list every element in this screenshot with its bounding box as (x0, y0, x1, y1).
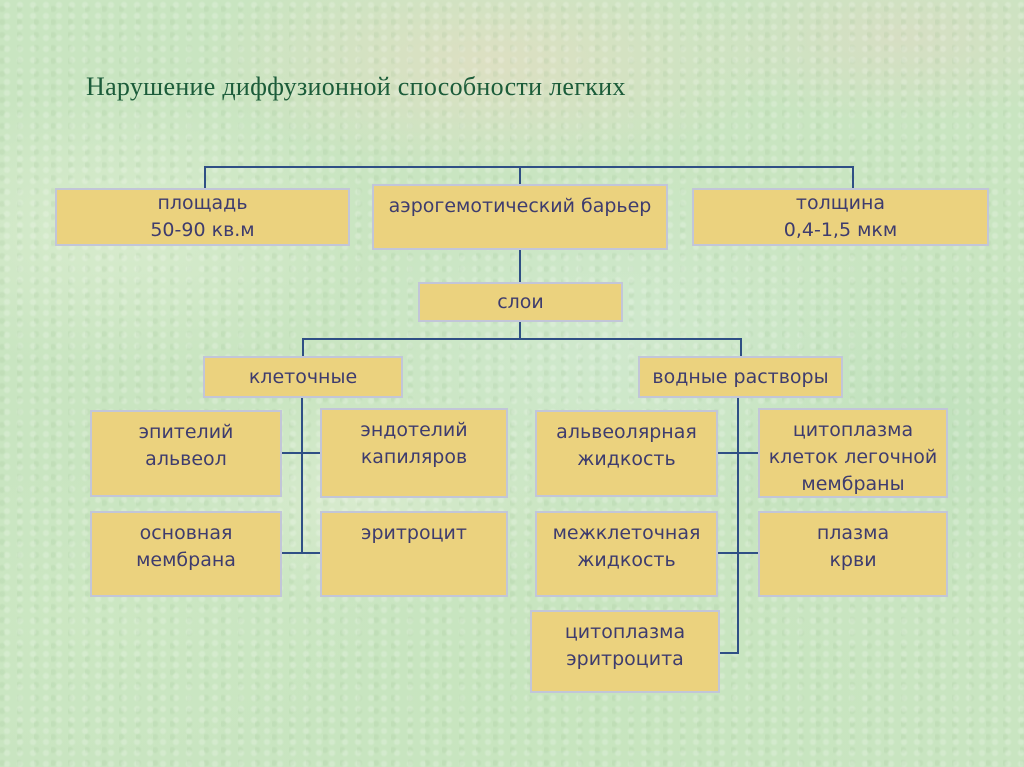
connector-line-right-spine (737, 398, 739, 654)
connector-line-branch-horizontal (302, 338, 742, 340)
box-label-line: цитоплазма (564, 621, 686, 643)
connector-line-drop-to-cellular (302, 338, 304, 356)
box-label-line: жидкость (577, 447, 676, 470)
box-label-line: площадь (157, 192, 248, 215)
diagram-box-barrier: аэрогемотический барьер (372, 184, 668, 250)
box-label-line: основная (139, 522, 233, 544)
diagram-box-erythrocyte: эритроцит (320, 511, 508, 597)
box-label-line: эндотелий (360, 419, 468, 441)
diagram-box-alveolar-fluid: альвеолярная жидкость (535, 410, 718, 497)
diagram-box-aqueous-solutions: водные растворы (638, 356, 843, 398)
connector-line-left-tick-row2 (282, 552, 320, 554)
connector-line-layers-to-branch (519, 322, 521, 340)
connector-line-right-tick-row2 (718, 552, 758, 554)
diagram-box-basement-membrane: основная мембрана (90, 511, 282, 597)
box-label-line: цитоплазма (792, 419, 914, 441)
connector-line-barrier-to-layers (519, 250, 521, 282)
box-label-line: 50-90 кв.м (150, 219, 255, 241)
box-label-line: слои (497, 290, 544, 313)
box-label-line: крви (829, 548, 877, 571)
diagram-box-capillary-endothelium: эндотелий капиляров (320, 408, 508, 498)
box-label-line: мембрана (136, 548, 236, 571)
box-label-line: 0,4-1,5 мкм (783, 219, 898, 241)
diagram-box-area: площадь 50-90 кв.м (55, 188, 350, 246)
slide-title: Нарушение диффузионной способности легки… (86, 72, 626, 101)
diagram-box-blood-plasma: плазма крви (758, 511, 948, 597)
connector-line-drop-to-aqueous (740, 338, 742, 356)
connector-line-left-tick-row1 (282, 452, 320, 454)
box-label-line: плазма (816, 522, 890, 544)
box-label-line: альвеол (145, 447, 227, 470)
connector-line-drop-to-area (204, 166, 206, 188)
diagram-box-thickness: толщина 0,4-1,5 мкм (692, 188, 989, 246)
box-label-line: жидкость (577, 548, 676, 571)
connector-line-top-horizontal (204, 166, 854, 168)
box-label-line: аэрогемотический барьер (388, 195, 652, 217)
diagram-box-erythrocyte-cytoplasm: цитоплазма эритроцита (530, 610, 720, 693)
box-label-line: клеток легочной (768, 445, 938, 468)
box-label-line: эпителий (138, 421, 234, 443)
box-label-line: эритроцит (361, 522, 467, 544)
connector-line-drop-to-barrier (519, 166, 521, 184)
box-label-line: клеточные (248, 365, 358, 388)
connector-line-drop-to-thickness (852, 166, 854, 188)
box-label-line: капиляров (360, 445, 468, 468)
diagram-box-intercellular-fluid: межклеточная жидкость (535, 511, 718, 597)
connector-line-elbow-to-cytoplasm (720, 652, 739, 654)
diagram-box-cellular: клеточные (203, 356, 403, 398)
box-label-line: мембраны (801, 472, 905, 495)
connector-line-right-tick-row1 (718, 452, 758, 454)
connector-line-left-spine (301, 398, 303, 554)
diagram-box-lung-membrane-cytoplasm: цитоплазма клеток легочной мембраны (758, 408, 948, 498)
box-label-line: толщина (795, 192, 886, 215)
box-label-line: межклеточная (552, 522, 701, 544)
box-label-line: водные растворы (652, 365, 829, 388)
box-label-line: эритроцита (566, 647, 684, 670)
box-label-line: альвеолярная (556, 421, 697, 443)
diagram-box-layers: слои (418, 282, 623, 322)
diagram-box-alveolar-epithelium: эпителий альвеол (90, 410, 282, 497)
